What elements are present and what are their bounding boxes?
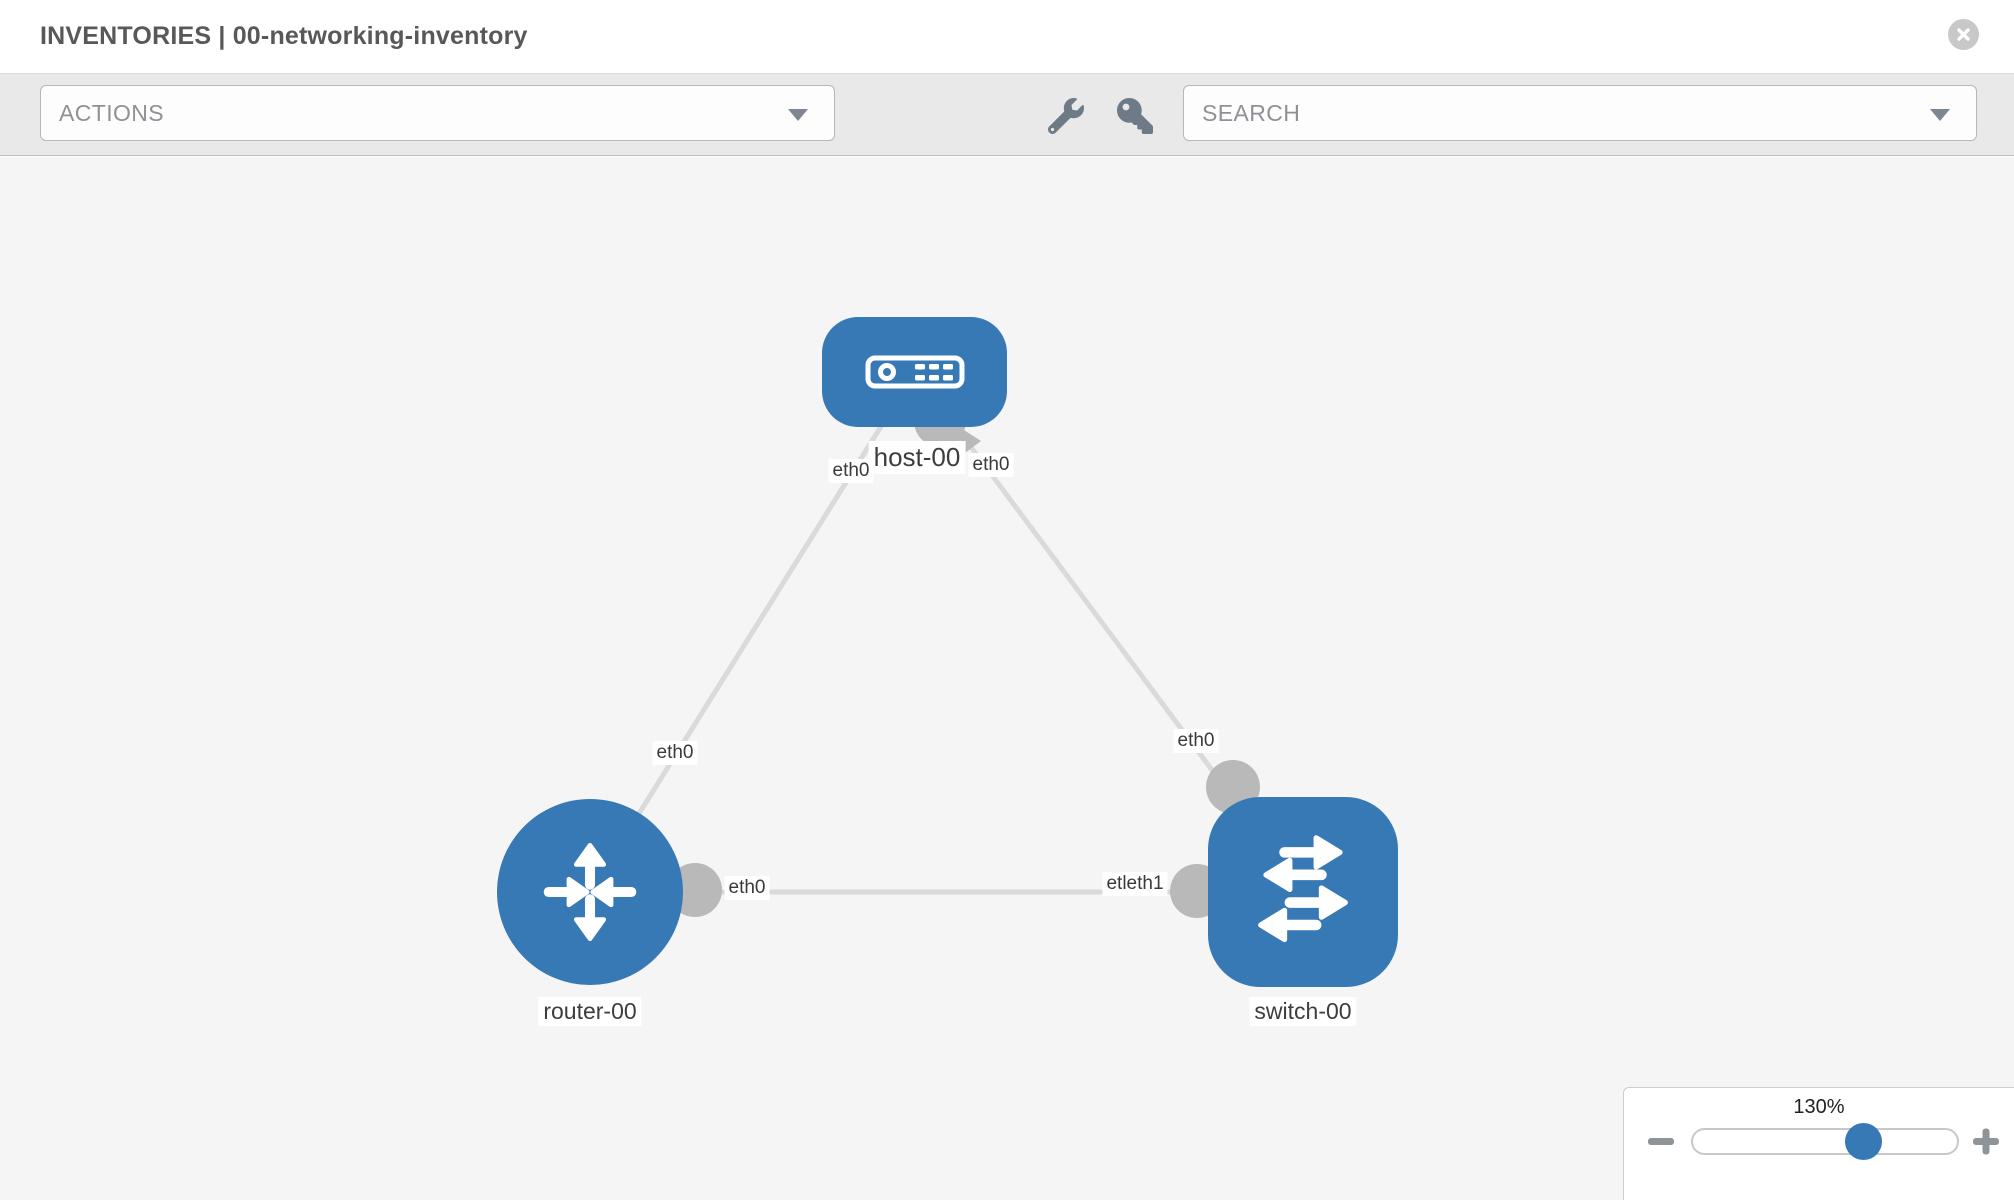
switch-icon [1258, 835, 1348, 943]
chevron-down-icon [1930, 109, 1950, 121]
plus-icon [1973, 1128, 1999, 1155]
key-icon [1117, 98, 1153, 134]
topology-canvas[interactable]: host-00 router-00 switch-00 eth0 eth0 et… [0, 157, 2014, 1200]
wrench-icon [1047, 98, 1084, 135]
search-dropdown[interactable]: SEARCH [1183, 85, 1977, 141]
toolbar: ACTIONS SEARCH [0, 73, 2014, 156]
zoom-level: 130% [1793, 1096, 1845, 1118]
iface-label-host-right: eth0 [968, 453, 1014, 477]
close-icon [1957, 28, 1970, 41]
iface-label-router-right: eth0 [724, 876, 770, 900]
links-layer [587, 370, 1306, 918]
actions-dropdown[interactable]: ACTIONS [40, 85, 835, 141]
close-button[interactable] [1948, 19, 1979, 50]
zoom-slider-track[interactable] [1691, 1128, 1959, 1155]
iface-label-switch-top: eth0 [1173, 729, 1219, 753]
zoom-in-button[interactable] [1971, 1124, 2001, 1158]
node-label-router: router-00 [538, 997, 642, 1026]
zoom-slider-handle[interactable] [1845, 1123, 1882, 1160]
router-icon [543, 842, 637, 942]
search-dropdown-label: SEARCH [1202, 100, 1301, 126]
actions-dropdown-label: ACTIONS [59, 100, 165, 126]
iface-label-host-left: eth0 [828, 459, 874, 483]
node-host-00[interactable] [822, 317, 1007, 427]
page-title: INVENTORIES | 00-networking-inventory [40, 22, 528, 50]
link-host-router [587, 370, 918, 894]
header: INVENTORIES | 00-networking-inventory [0, 0, 2014, 73]
key-button[interactable] [1117, 98, 1153, 134]
chevron-down-icon [788, 109, 808, 121]
host-icon [865, 355, 964, 389]
zoom-panel: 130% [1623, 1087, 2014, 1200]
iface-label-switch-left: etleth1 [1102, 872, 1168, 896]
zoom-out-button[interactable] [1646, 1124, 1676, 1158]
node-switch-00[interactable] [1208, 797, 1398, 987]
minus-icon [1648, 1138, 1674, 1145]
iface-label-router-top: eth0 [652, 741, 698, 765]
node-router-00[interactable] [497, 799, 683, 985]
node-label-switch: switch-00 [1249, 997, 1357, 1026]
wrench-button[interactable] [1047, 98, 1084, 135]
node-label-host: host-00 [868, 441, 966, 474]
